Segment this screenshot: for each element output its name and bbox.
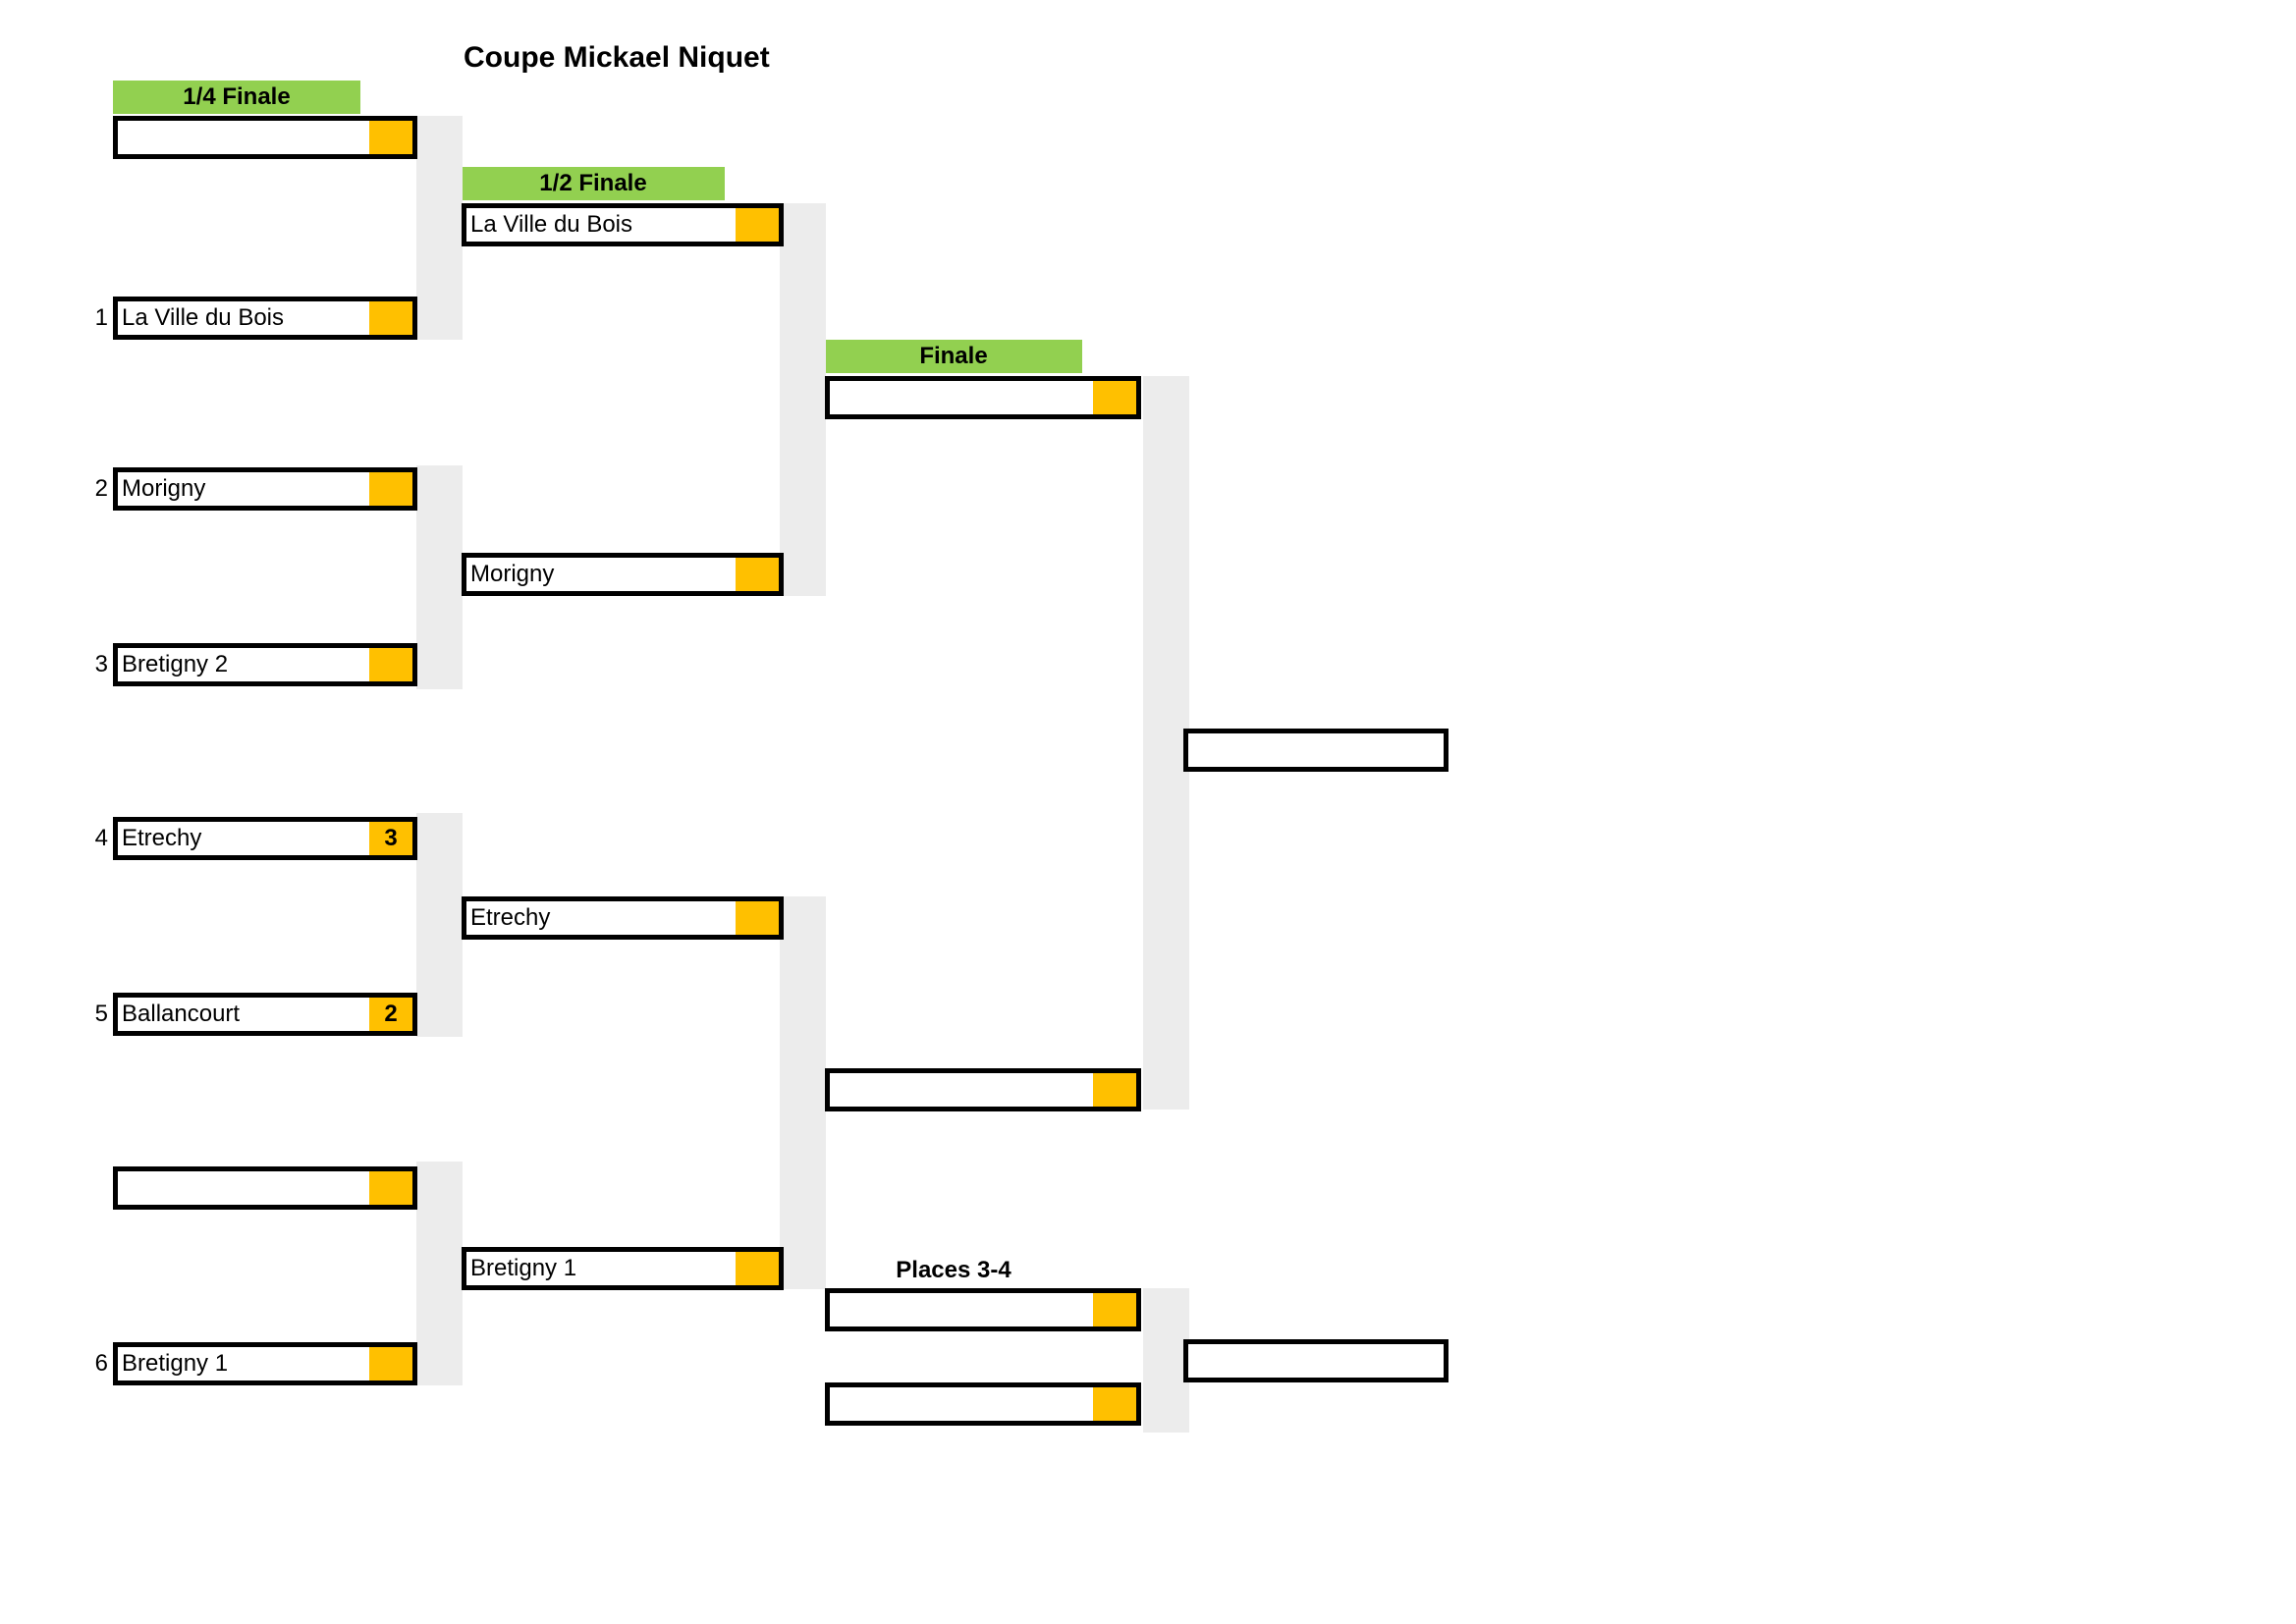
connector-qf-pair-1 xyxy=(416,116,463,340)
connector-qf-pair-3 xyxy=(416,813,463,1037)
seed-number: 1 xyxy=(94,304,108,331)
seed-number: 4 xyxy=(94,825,108,851)
team-name[interactable] xyxy=(830,1387,1093,1421)
score-cell[interactable]: 2 xyxy=(369,998,412,1031)
connector-qf-pair-2 xyxy=(416,465,463,689)
score-cell[interactable] xyxy=(1093,1387,1136,1421)
team-name[interactable]: La Ville du Bois xyxy=(118,301,369,335)
score-cell[interactable] xyxy=(1093,1293,1136,1326)
connector-places-to-third xyxy=(1143,1288,1189,1433)
score-cell[interactable] xyxy=(1093,1073,1136,1107)
seed-number: 5 xyxy=(94,1001,108,1027)
score-cell[interactable] xyxy=(736,208,779,242)
match-slot-sf-1[interactable]: La Ville du Bois xyxy=(462,203,784,246)
score-cell[interactable]: 3 xyxy=(369,822,412,855)
round-header-finale: Finale xyxy=(825,340,1082,373)
score-cell[interactable] xyxy=(369,472,412,506)
match-slot-places-3-4-a[interactable] xyxy=(825,1288,1141,1331)
round-header-quarter-finale: 1/4 Finale xyxy=(113,81,360,114)
match-slot-sf-2[interactable]: Morigny xyxy=(462,553,784,596)
team-name[interactable]: Morigny xyxy=(466,558,736,591)
team-name[interactable] xyxy=(118,1171,369,1205)
match-slot-qf-4[interactable]: Bretigny 2 xyxy=(113,643,417,686)
team-name[interactable]: Bretigny 1 xyxy=(466,1252,736,1285)
connector-final-to-champion xyxy=(1143,376,1189,1110)
team-name[interactable]: La Ville du Bois xyxy=(466,208,736,242)
team-name[interactable]: Etrechy xyxy=(466,901,736,935)
score-cell[interactable] xyxy=(736,558,779,591)
match-slot-final-1[interactable] xyxy=(825,376,1141,419)
round-header-demi-finale: 1/2 Finale xyxy=(462,167,725,200)
match-slot-qf-7[interactable] xyxy=(113,1166,417,1210)
match-slot-qf-6[interactable]: Ballancourt 2 xyxy=(113,993,417,1036)
match-slot-qf-3[interactable]: Morigny xyxy=(113,467,417,511)
team-name[interactable]: Bretigny 2 xyxy=(118,648,369,681)
match-slot-sf-3[interactable]: Etrechy xyxy=(462,896,784,940)
team-name[interactable] xyxy=(118,121,369,154)
score-cell[interactable] xyxy=(369,121,412,154)
score-cell[interactable] xyxy=(369,1347,412,1380)
team-name[interactable] xyxy=(830,1293,1093,1326)
team-name[interactable] xyxy=(1188,733,1444,767)
section-header-places-3-4: Places 3-4 xyxy=(896,1257,1011,1283)
match-slot-qf-8[interactable]: Bretigny 1 xyxy=(113,1342,417,1385)
winner-third-place-slot[interactable] xyxy=(1183,1339,1449,1382)
team-name[interactable] xyxy=(1188,1344,1444,1378)
page-title: Coupe Mickael Niquet xyxy=(464,41,770,74)
match-slot-qf-5[interactable]: Etrechy 3 xyxy=(113,817,417,860)
connector-sf-pair-2 xyxy=(780,896,826,1289)
team-name[interactable] xyxy=(830,1073,1093,1107)
seed-number: 2 xyxy=(94,475,108,502)
match-slot-final-2[interactable] xyxy=(825,1068,1141,1111)
score-cell[interactable] xyxy=(1093,381,1136,414)
team-name[interactable]: Etrechy xyxy=(118,822,369,855)
team-name[interactable]: Ballancourt xyxy=(118,998,369,1031)
team-name[interactable] xyxy=(830,381,1093,414)
connector-sf-pair-1 xyxy=(780,203,826,596)
match-slot-places-3-4-b[interactable] xyxy=(825,1382,1141,1426)
connector-qf-pair-4 xyxy=(416,1162,463,1385)
score-cell[interactable] xyxy=(369,301,412,335)
score-cell[interactable] xyxy=(369,1171,412,1205)
winner-champion-slot[interactable] xyxy=(1183,729,1449,772)
team-name[interactable]: Morigny xyxy=(118,472,369,506)
match-slot-qf-1[interactable] xyxy=(113,116,417,159)
match-slot-sf-4[interactable]: Bretigny 1 xyxy=(462,1247,784,1290)
score-cell[interactable] xyxy=(369,648,412,681)
score-cell[interactable] xyxy=(736,1252,779,1285)
seed-number: 3 xyxy=(94,651,108,677)
seed-number: 6 xyxy=(94,1350,108,1377)
team-name[interactable]: Bretigny 1 xyxy=(118,1347,369,1380)
match-slot-qf-2[interactable]: La Ville du Bois xyxy=(113,297,417,340)
score-cell[interactable] xyxy=(736,901,779,935)
